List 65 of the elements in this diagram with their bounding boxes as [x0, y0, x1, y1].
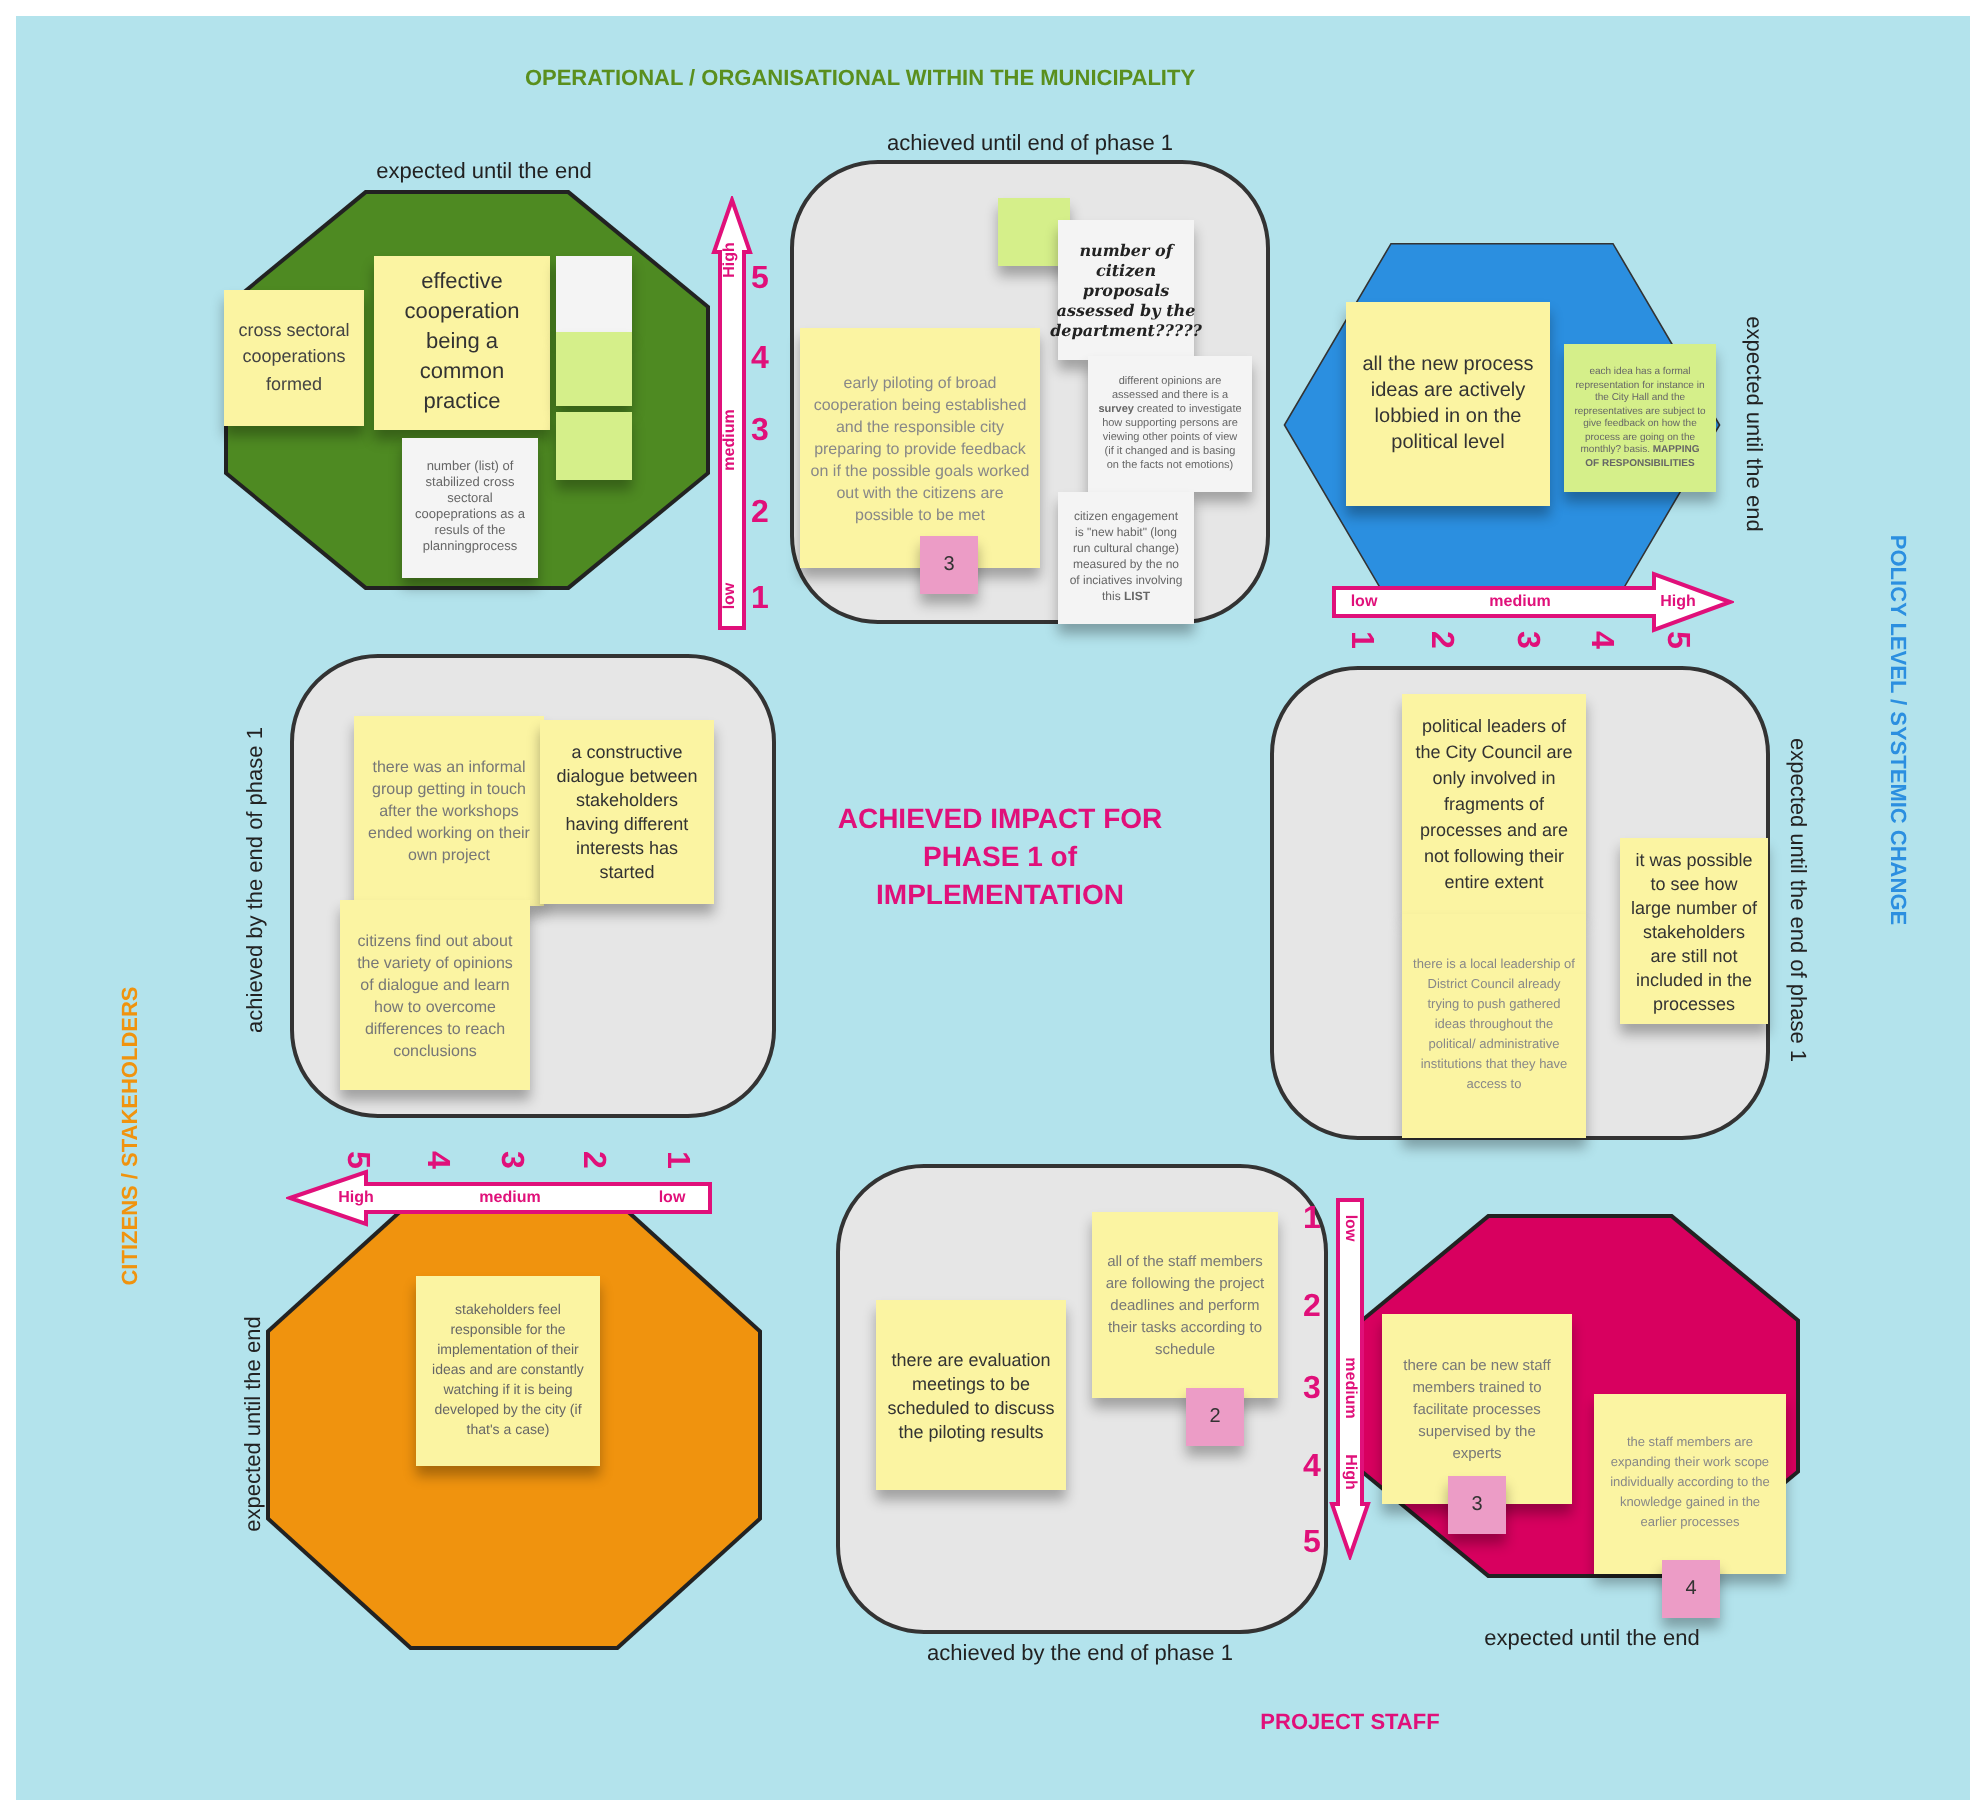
scale-number: 3 [751, 416, 769, 448]
scale-number: 2 [751, 498, 769, 530]
scale-label: low [722, 582, 738, 610]
stage-caption: achieved until end of phase 1 [886, 129, 1174, 160]
scale-label: low [1342, 1214, 1358, 1242]
scale-label: medium [722, 409, 738, 471]
number-tag: 2 [1186, 1388, 1244, 1446]
scale-label: High [1660, 594, 1696, 610]
sticky-note: effective cooperation being a common practice [374, 256, 550, 430]
rounded-panel [290, 654, 776, 1118]
scale-label: High [338, 1190, 374, 1206]
scale-label: medium [1342, 1357, 1358, 1419]
diagram-title: ACHIEVED IMPACT FOR PHASE 1 of IMPLEMENTATION [835, 800, 1165, 914]
stage-caption: expected until the end [239, 1316, 268, 1532]
stage-caption: expected until the end [376, 157, 592, 188]
stage-caption: expected until the end [1484, 1629, 1700, 1651]
stage-caption: achieved by the end of phase 1 [927, 1639, 1233, 1670]
scale-number: 3 [494, 1151, 526, 1169]
sticky-note: cross sectoral cooperations formed [224, 290, 364, 426]
sticky-note: citizens find out about the variety of opinions of dialogue and learn how to overcome differences to reach conclusions [340, 900, 530, 1090]
sticky-note: political leaders of the City Council are only involved in fragments of processes and are not following their entire extent [1402, 694, 1586, 914]
scale-number: 2 [1424, 631, 1456, 649]
scale-number: 5 [340, 1151, 372, 1169]
axis-heading: PROJECT STAFF [1260, 1713, 1440, 1735]
scale-number: 2 [576, 1151, 608, 1169]
scale-number: 5 [1303, 1528, 1321, 1560]
scale-label: High [1342, 1454, 1358, 1490]
scale-number: 4 [1303, 1452, 1321, 1484]
rounded-panel [1270, 666, 1770, 1140]
stage-caption: expected until the end [1738, 316, 1767, 532]
rounded-panel [836, 1164, 1328, 1634]
axis-heading: CITIZENS / STAKEHOLDERS [121, 986, 143, 1286]
sticky-note: a constructive dialogue between stakeholders having different interests has started [540, 720, 714, 904]
sticky-note: all the new process ideas are actively lobbied in on the political level [1346, 302, 1550, 506]
scale-number: 1 [660, 1151, 692, 1169]
scale-label: low [1350, 594, 1378, 610]
scale-label: High [722, 242, 738, 278]
number-tag: 3 [920, 536, 978, 594]
stage-caption: expected until the end of phase 1 [1782, 737, 1811, 1063]
scale-number: 4 [1584, 631, 1616, 649]
axis-heading: POLICY LEVEL / SYSTEMIC CHANGE [1885, 534, 1907, 926]
scale-number: 1 [1344, 631, 1376, 649]
scale-number: 2 [1303, 1292, 1321, 1324]
scale-label: medium [479, 1190, 541, 1206]
sticky-note: there are evaluation meetings to be scheduled to discuss the piloting results [876, 1300, 1066, 1490]
scale-number: 4 [751, 344, 769, 376]
sticky-note [556, 256, 632, 332]
sticky-note: there was an informal group getting in touch after the workshops ended working on their own project [354, 716, 544, 906]
sticky-note: it was possible to see how large number of stakeholders are still not included in the processes [1620, 838, 1768, 1024]
axis-heading: OPERATIONAL / ORGANISATIONAL WITHIN THE MUNICIPALITY [524, 69, 1196, 91]
sticky-note [556, 332, 632, 406]
scale-label: medium [1489, 594, 1551, 610]
scale-number: 3 [1510, 631, 1542, 649]
sticky-note [556, 412, 632, 480]
rounded-panel [790, 160, 1270, 624]
scale-number: 5 [751, 264, 769, 296]
scale-number: 4 [420, 1151, 452, 1169]
scale-number: 1 [1303, 1204, 1321, 1236]
number-tag: 3 [1448, 1476, 1506, 1534]
scale-number: 1 [751, 584, 769, 616]
scale-number: 5 [1660, 631, 1692, 649]
scale-number: 3 [1303, 1374, 1321, 1406]
stage-caption: achieved by the end of phase 1 [241, 727, 270, 1033]
scale-label: low [658, 1190, 686, 1206]
number-tag: 4 [1662, 1560, 1720, 1618]
